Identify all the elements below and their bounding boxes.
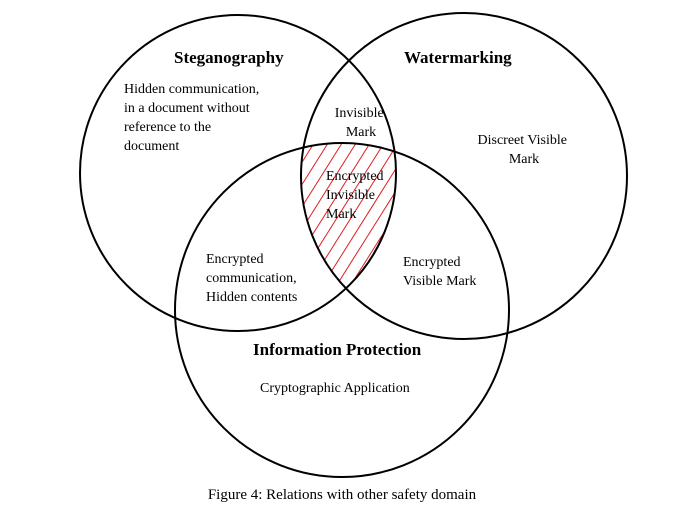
watermarking-title: Watermarking	[404, 48, 512, 67]
watermarking-description-line: Discreet Visible	[478, 133, 568, 148]
watermarking-description: Discreet Visible Mark	[478, 133, 571, 167]
hatch-line	[301, 143, 396, 331]
hatch-line	[301, 143, 335, 331]
information-protection-description: Cryptographic Application	[260, 381, 410, 396]
hatch-line	[434, 0, 685, 509]
hatch-line	[301, 143, 396, 331]
steganography-description-line: in a document without	[124, 101, 250, 116]
watermarking-circle	[300, 12, 628, 340]
hatch-line	[301, 143, 396, 331]
invisible-mark-label: Invisible Mark	[335, 106, 388, 140]
encrypted-communication-line: Encrypted	[206, 252, 264, 267]
hatch-line	[301, 143, 396, 331]
encrypted-invisible-mark-label: Encrypted Invisible Mark	[326, 169, 387, 222]
encrypted-communication-line: Hidden contents	[206, 290, 297, 305]
steganography-description-line: document	[124, 139, 179, 154]
figure-caption: Figure 4: Relations with other safety do…	[208, 487, 477, 503]
encrypted-visible-mark-line: Visible Mark	[403, 274, 476, 289]
hatch-line	[301, 143, 363, 331]
steganography-description-line: reference to the	[124, 120, 211, 135]
hatch-line	[301, 143, 396, 331]
encrypted-visible-mark-line: Encrypted	[403, 255, 461, 270]
steganography-description-line: Hidden communication,	[124, 82, 259, 97]
steganography-circle	[79, 14, 397, 332]
hatch-line	[301, 143, 396, 331]
steganography-title: Steganography	[174, 48, 284, 67]
encrypted-visible-mark-label: Encrypted Visible Mark	[403, 255, 476, 289]
encrypted-invisible-mark-line: Mark	[326, 207, 356, 222]
hatch-line	[335, 143, 396, 331]
hatch-line	[349, 143, 396, 331]
information-protection-title: Information Protection	[253, 340, 422, 359]
encrypted-invisible-mark-line: Encrypted	[326, 169, 384, 184]
hatch-line	[301, 143, 396, 331]
hatch-line	[301, 143, 321, 331]
invisible-mark-line: Invisible	[335, 106, 384, 121]
steganography-description: Hidden communication, in a document with…	[124, 82, 263, 154]
information-protection-circle	[174, 142, 510, 478]
encrypted-invisible-mark-line: Invisible	[326, 188, 375, 203]
watermarking-description-line: Mark	[509, 152, 539, 167]
encrypted-communication-line: communication,	[206, 271, 297, 286]
hatch-line	[301, 143, 349, 331]
hatch-line	[301, 143, 396, 331]
encrypted-communication-label: Encrypted communication, Hidden contents	[206, 252, 300, 305]
invisible-mark-line: Mark	[346, 125, 376, 140]
